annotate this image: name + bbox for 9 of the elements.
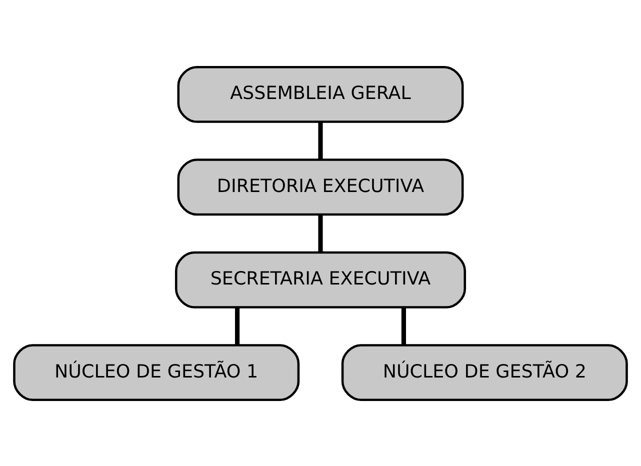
connector bbox=[318, 214, 323, 252]
node-box: NÚCLEO DE GESTÃO 2 bbox=[341, 344, 628, 401]
connector bbox=[318, 122, 323, 159]
node-box: NÚCLEO DE GESTÃO 1 bbox=[13, 344, 300, 401]
node-box: ASSEMBLEIA GERAL bbox=[177, 65, 464, 122]
connector bbox=[401, 307, 406, 344]
node-box: SECRETARIA EXECUTIVA bbox=[174, 250, 466, 308]
connector bbox=[235, 307, 240, 344]
node-box: DIRETORIA EXECUTIVA bbox=[177, 158, 464, 216]
